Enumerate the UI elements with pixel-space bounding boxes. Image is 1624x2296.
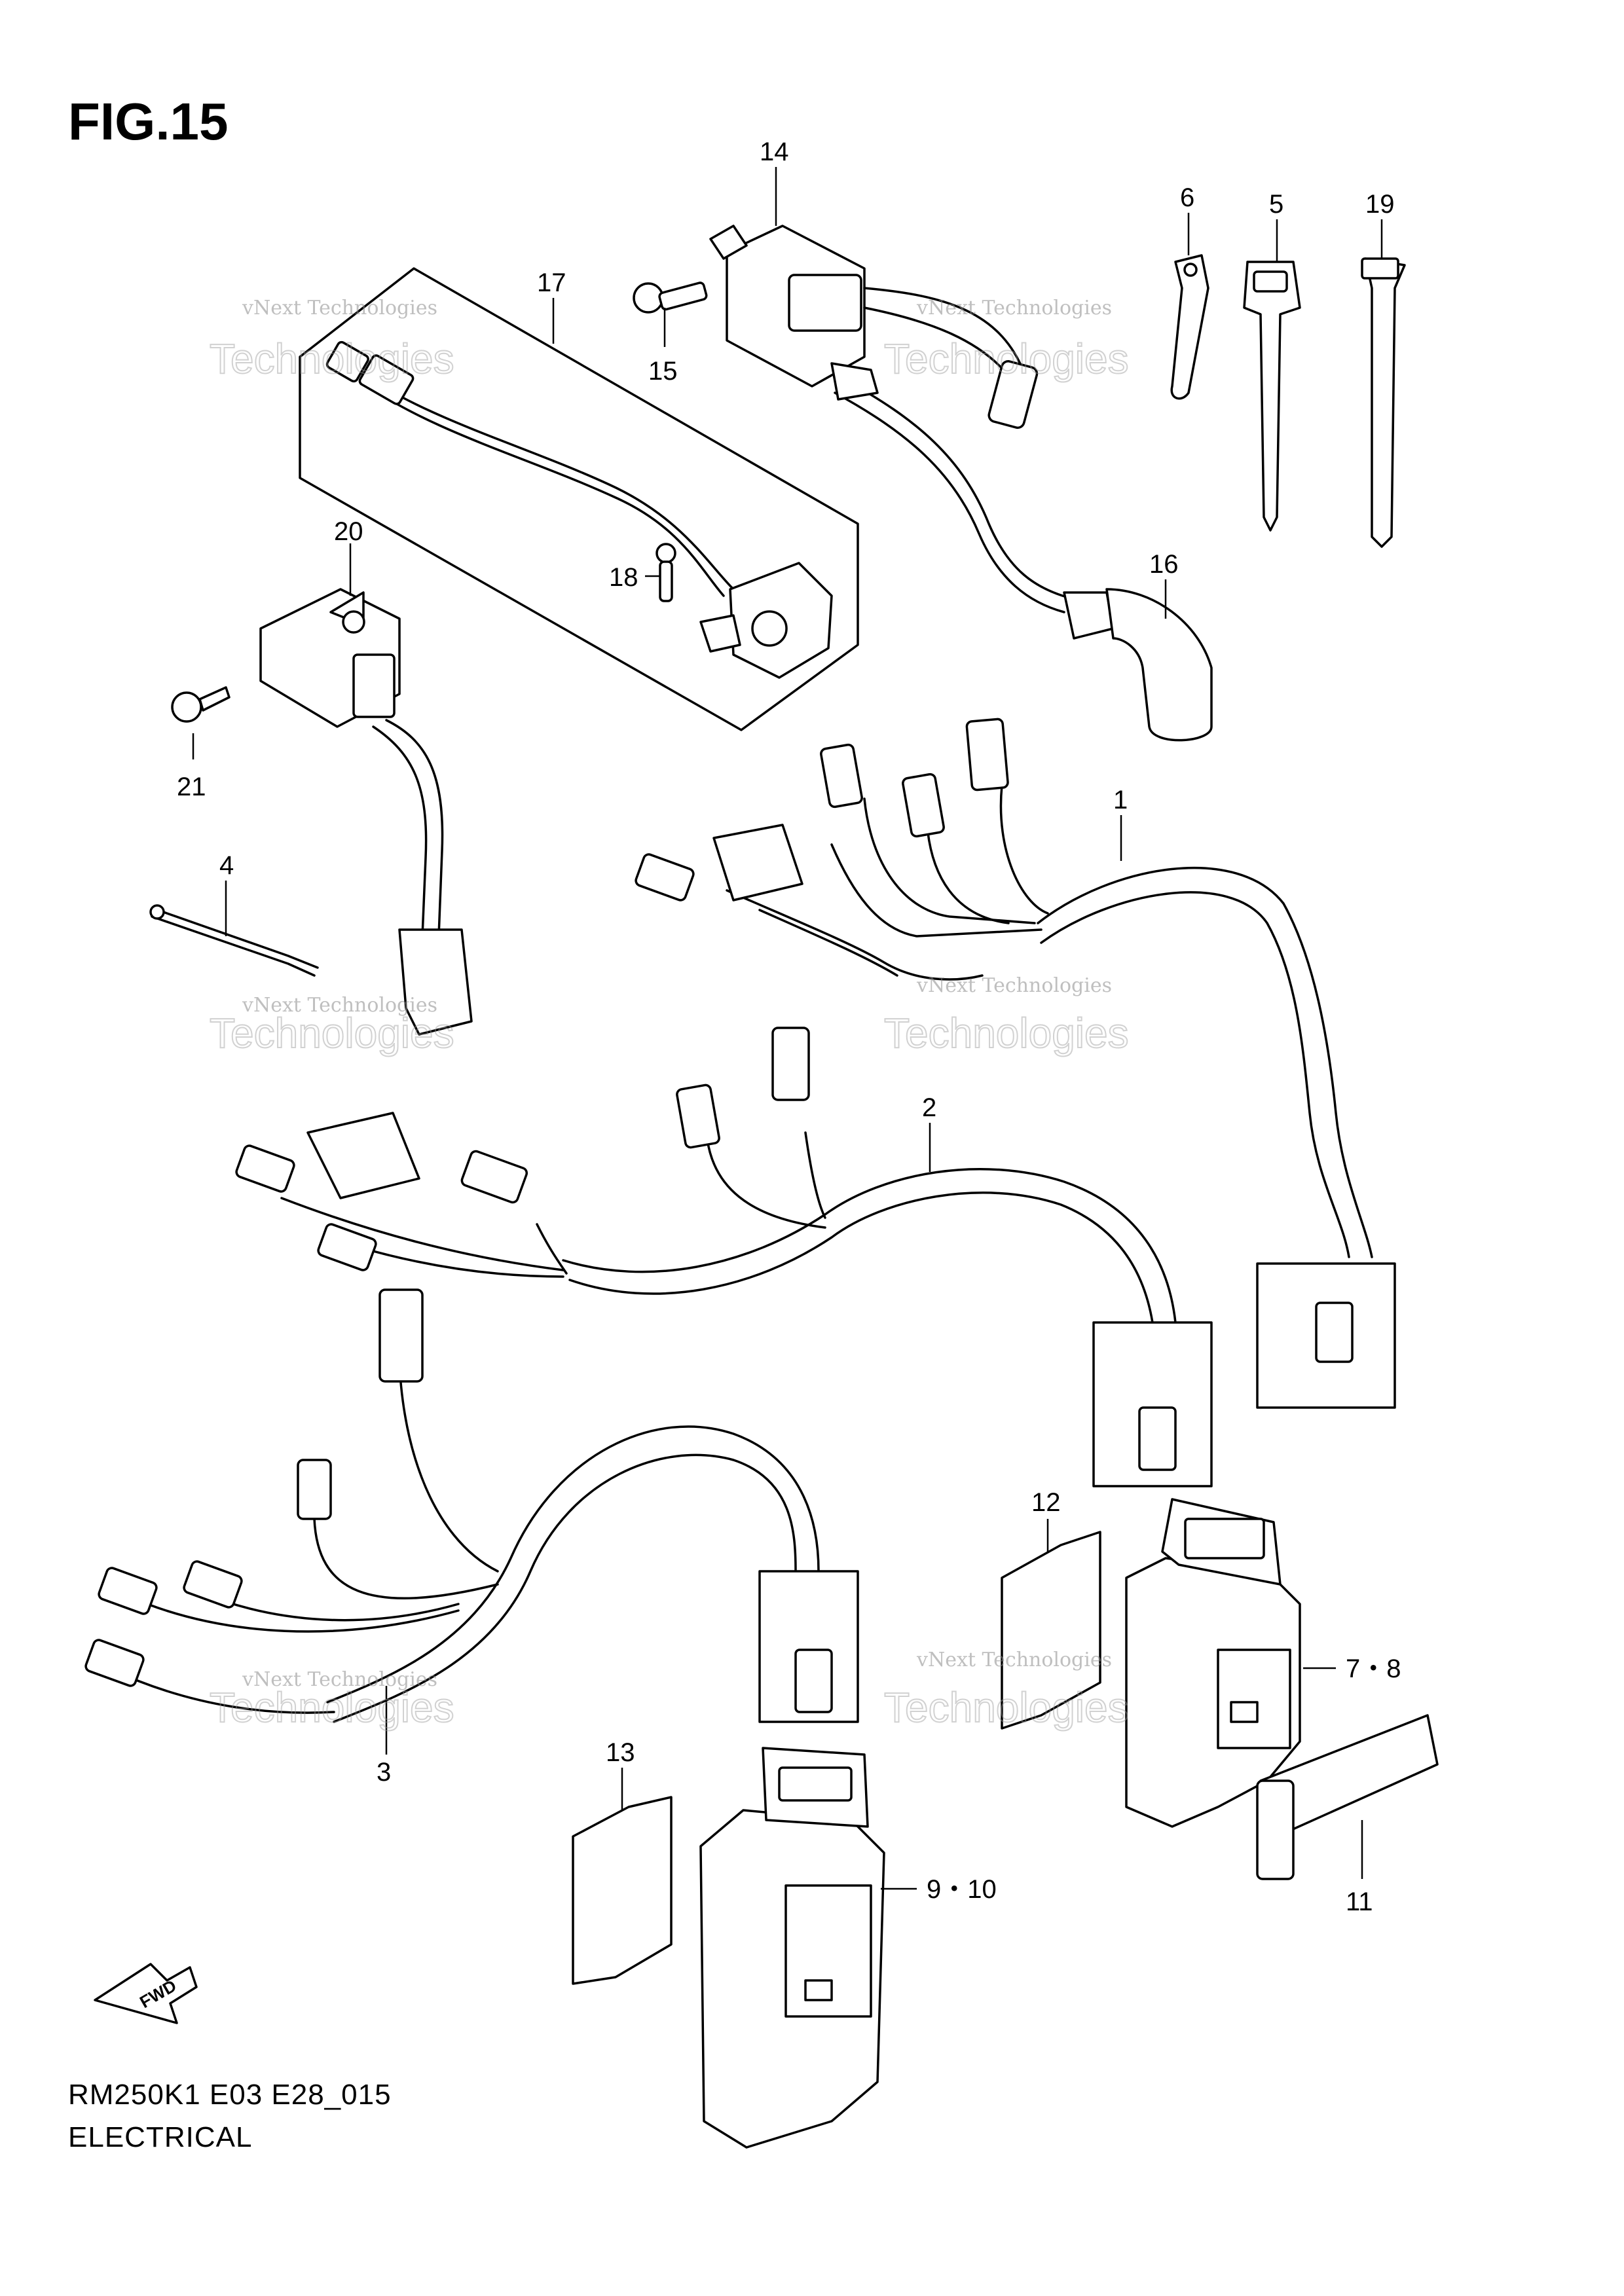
part-4-strap: [149, 904, 319, 977]
part-18-screw: [655, 543, 676, 602]
leader-lines: [192, 167, 1383, 1890]
part-15-bolt: [633, 282, 708, 314]
watermark-logo: Technologies: [210, 1010, 454, 1057]
figure-title: FIG.15: [68, 92, 229, 151]
part-9-10-ignitor: [699, 1747, 885, 2149]
part-14-ignition-coil: [709, 225, 1075, 613]
watermark-text: vNext Technologies: [242, 1668, 437, 1691]
part-2-wiring-harness: [235, 1027, 1213, 1487]
callout-13: 13: [606, 1738, 635, 1767]
callout-14: 14: [760, 137, 789, 166]
watermark-text: vNext Technologies: [242, 297, 437, 319]
part-20-module: [259, 588, 473, 1036]
callout-18: 18: [609, 563, 638, 592]
watermark-logo: Technologies: [210, 1684, 454, 1731]
part-12-pad: [1001, 1531, 1101, 1730]
part-21-screw: [171, 686, 231, 723]
watermarks: vNext Technologies Technologies vNext Te…: [209, 297, 1130, 1732]
part-1-wiring-harness: [635, 718, 1396, 1409]
watermark-text: vNext Technologies: [916, 297, 1112, 319]
callouts: 1 2 3 4 5 6 7・8 9・10 11 12 13 14 15 16 1…: [177, 137, 1401, 1916]
watermark-text: vNext Technologies: [242, 994, 437, 1017]
callout-78: 7・8: [1346, 1654, 1401, 1683]
watermark-text: vNext Technologies: [916, 974, 1112, 997]
callout-11: 11: [1346, 1887, 1373, 1916]
callout-910: 9・10: [927, 1875, 997, 1904]
callout-19: 19: [1365, 190, 1395, 219]
fwd-arrow: FWD: [94, 1963, 198, 2024]
part-13-pad: [572, 1796, 673, 1985]
watermark-text: vNext Technologies: [916, 1649, 1112, 1671]
watermark-logo: Technologies: [884, 1684, 1129, 1731]
callout-5: 5: [1269, 190, 1283, 219]
callout-4: 4: [219, 851, 234, 880]
part-16-spark-plug-cap: [1063, 588, 1213, 742]
callout-16: 16: [1149, 550, 1179, 579]
callout-12: 12: [1031, 1488, 1061, 1517]
part-7-8-cdi-unit: [1125, 1498, 1301, 1828]
watermark-logo: Technologies: [884, 1010, 1129, 1057]
part-11-bracket: [1256, 1714, 1439, 1880]
section-name: ELECTRICAL: [68, 2121, 253, 2153]
callout-15: 15: [648, 357, 678, 386]
callout-2: 2: [922, 1093, 936, 1122]
watermark-logo: Technologies: [210, 335, 454, 382]
part-5-cable-tie: [1243, 261, 1301, 532]
watermark-logo: Technologies: [884, 335, 1129, 382]
part-17-kit-box: [299, 267, 859, 731]
callout-20: 20: [334, 517, 363, 546]
part-19-cable-tie: [1361, 257, 1406, 548]
callout-17: 17: [537, 268, 566, 297]
part-6-clamp: [1170, 254, 1209, 400]
callout-21: 21: [177, 773, 206, 801]
diagram-code: RM250K1 E03 E28_015: [68, 2079, 392, 2111]
callout-1: 1: [1113, 786, 1128, 814]
callout-6: 6: [1180, 183, 1194, 212]
callout-3: 3: [377, 1758, 391, 1787]
part-3-wiring-harness: [84, 1288, 859, 1723]
